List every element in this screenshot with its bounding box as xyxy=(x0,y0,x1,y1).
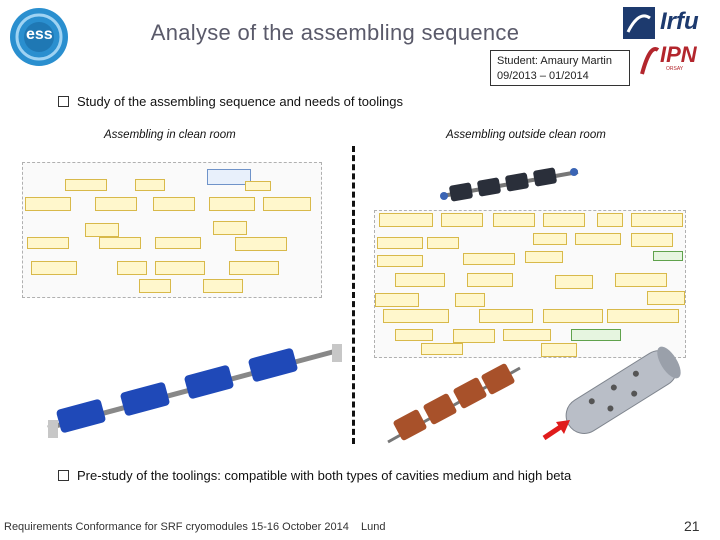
ipn-logo-text: IPN xyxy=(660,42,697,67)
ipn-logo-subtext: ORSAY xyxy=(666,66,684,72)
section-divider xyxy=(352,146,355,444)
slide-title: Analyse of the assembling sequence xyxy=(150,20,520,45)
cavity-string-blue-image xyxy=(47,344,342,438)
red-arrow-icon xyxy=(542,420,570,441)
irfu-logo: Irfu xyxy=(622,6,714,40)
student-info-box: Student: Amaury Martin 09/2013 – 01/2014 xyxy=(490,50,630,86)
slide-footer: Requirements Conformance for SRF cryomod… xyxy=(4,521,386,533)
ess-logo: ess xyxy=(6,6,72,68)
bullet-prestudy: Pre-study of the toolings: compatible wi… xyxy=(58,468,571,483)
page-number: 21 xyxy=(684,518,700,534)
caption-outside-clean-room: Assembling outside clean room xyxy=(446,129,606,141)
caption-clean-room: Assembling in clean room xyxy=(104,129,236,141)
student-period: 09/2013 – 01/2014 xyxy=(497,70,589,82)
ess-logo-text: ess xyxy=(26,26,53,43)
irfu-logo-text: Irfu xyxy=(660,8,699,35)
bullet-prestudy-text: Pre-study of the toolings: compatible wi… xyxy=(77,468,572,483)
vacuum-vessel-image xyxy=(565,346,681,434)
clean-room-flowchart xyxy=(22,162,322,298)
bullet-study-text: Study of the assembling sequence and nee… xyxy=(77,94,403,109)
ipn-logo: IPN ORSAY xyxy=(640,42,716,76)
checkbox-bullet-icon xyxy=(58,470,69,481)
outside-clean-room-flowchart xyxy=(374,210,686,358)
bullet-study: Study of the assembling sequence and nee… xyxy=(58,94,403,109)
checkbox-bullet-icon xyxy=(58,96,69,107)
student-name: Student: Amaury Martin xyxy=(497,55,612,67)
cavity-string-dark-image xyxy=(440,167,579,202)
cavity-string-copper-image xyxy=(387,363,521,444)
